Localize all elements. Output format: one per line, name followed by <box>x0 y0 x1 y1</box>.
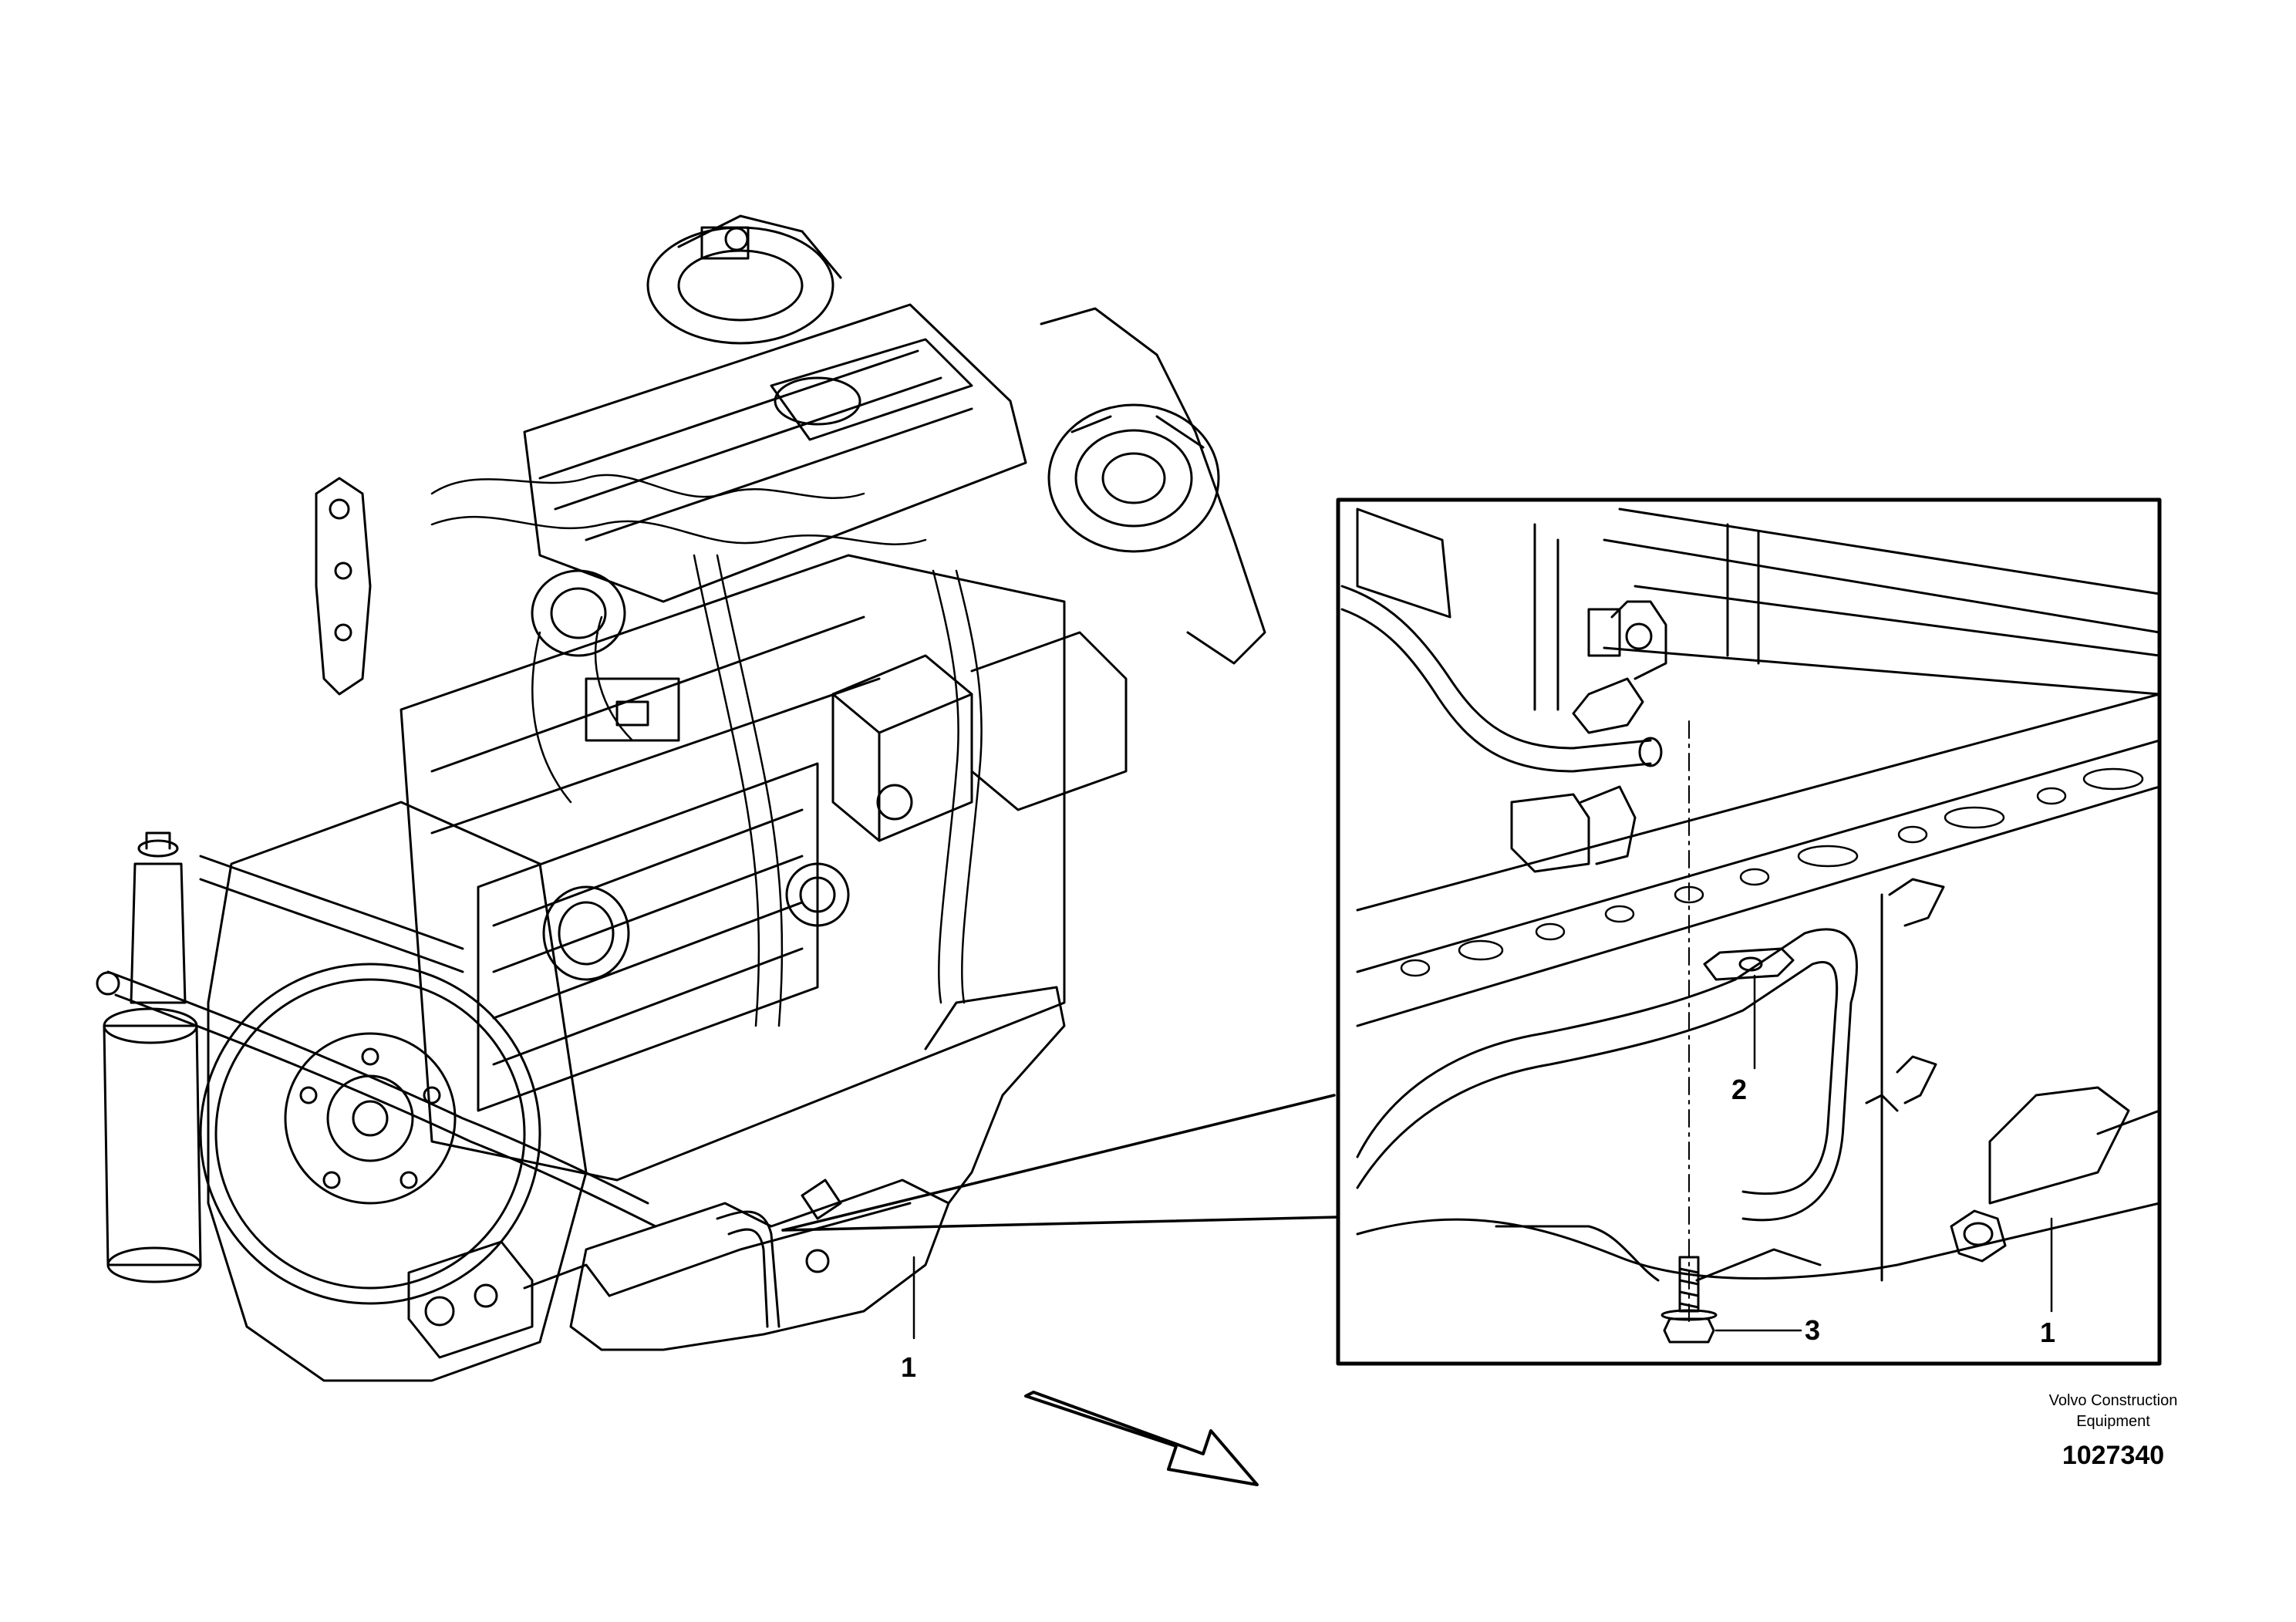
detail-view <box>1336 497 2162 1366</box>
callout-detail-bolt: 3 <box>1805 1314 1821 1346</box>
detail-pipe <box>1340 585 1858 1222</box>
alternator <box>1047 403 1220 553</box>
clip-part-2 <box>1703 947 1795 981</box>
engine-block <box>400 554 1066 1182</box>
flywheel-housing <box>199 801 588 1382</box>
bolt-part-3 <box>1660 1256 1718 1344</box>
lift-bracket-left <box>315 477 372 696</box>
callout-detail-clip: 2 <box>1731 1074 1748 1105</box>
wiring-harness <box>430 474 983 1027</box>
drain-plug <box>1950 1209 2007 1263</box>
fuel-filter <box>531 569 680 742</box>
oil-pan <box>569 986 1066 1351</box>
rail-holes <box>1400 767 2144 977</box>
callout-main-oil-pan: 1 <box>901 1351 917 1383</box>
fuel-pump <box>831 631 1128 842</box>
callout-detail-oil-pan: 1 <box>2040 1317 2056 1348</box>
oil-filter <box>103 831 202 1283</box>
side-pipe <box>96 855 657 1228</box>
company-name-line2: Equipment <box>2076 1413 2150 1430</box>
valve-cover <box>523 303 1027 603</box>
company-name-line1: Volvo Construction <box>2048 1392 2178 1409</box>
turbocharger <box>646 214 842 345</box>
detail-leaders <box>781 1094 1340 1232</box>
front-connectors <box>407 1240 611 1359</box>
direction-arrow <box>1024 1391 1259 1486</box>
lift-bracket-right <box>1040 307 1266 665</box>
engine-assembly <box>96 214 1266 1382</box>
drawing-number: 1027340 <box>2062 1441 2165 1470</box>
detail-frame <box>1336 497 2162 1366</box>
